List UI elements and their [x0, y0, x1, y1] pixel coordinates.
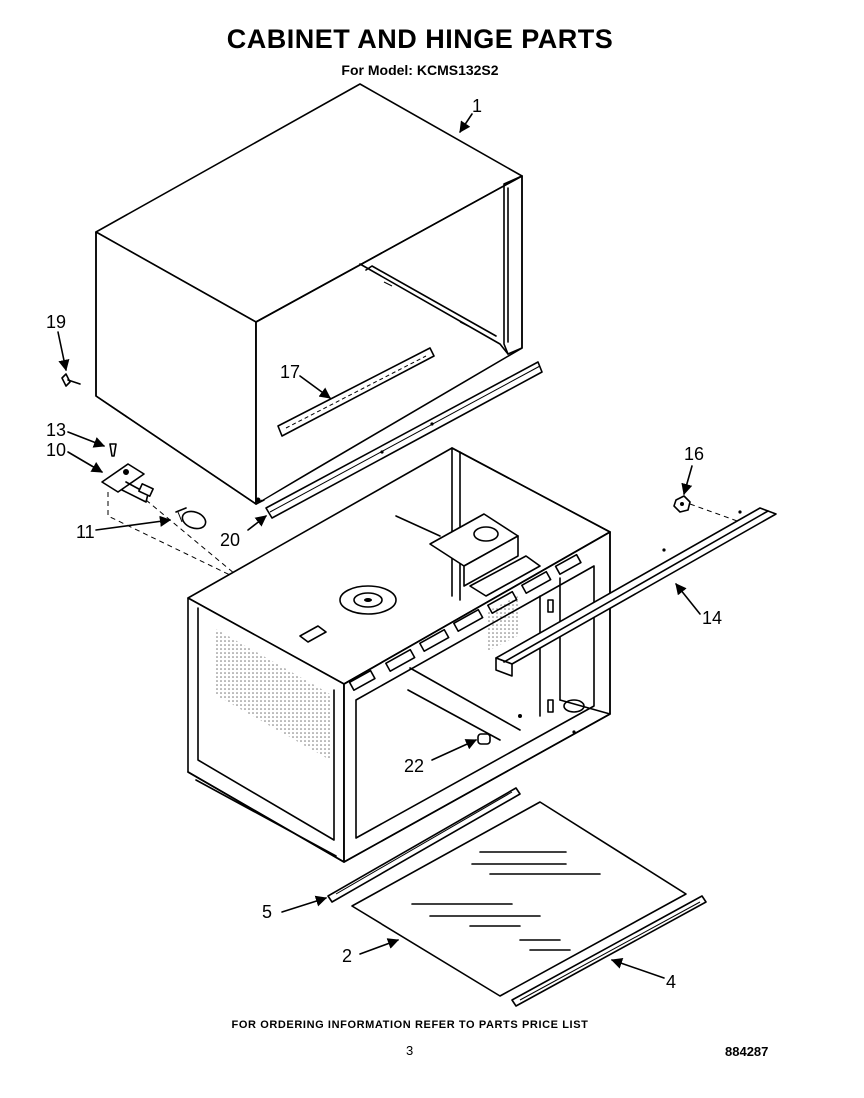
- callout-leaders: [57, 113, 701, 979]
- cabinet-wrapper: [95, 83, 523, 505]
- callout-13: 13: [46, 420, 66, 440]
- slotted-rail: [277, 347, 435, 437]
- callout-2: 2: [342, 946, 352, 966]
- callout-10: 10: [46, 440, 66, 460]
- page-number: 3: [406, 1043, 414, 1058]
- front-strip: [327, 787, 521, 903]
- callout-5: 5: [262, 902, 272, 922]
- nut-16: [673, 495, 741, 523]
- rear-strip: [511, 895, 707, 1007]
- callout-20: 20: [220, 530, 240, 550]
- callout-11: 11: [76, 522, 95, 542]
- lower-trim-strip: [265, 361, 543, 519]
- callout-4: 4: [666, 972, 676, 992]
- document-number: 884287: [725, 1044, 769, 1059]
- callout-19: 19: [46, 312, 66, 332]
- hinge-bracket-assembly: [101, 443, 301, 629]
- ordering-info-note: FOR ORDERING INFORMATION REFER TO PARTS …: [231, 1019, 589, 1031]
- callout-labels: 1 19 17 13 10 11 20 16 14 22 5 2 4: [46, 96, 722, 992]
- callout-1: 1: [472, 96, 482, 116]
- callout-16: 16: [684, 444, 704, 464]
- foot-22: [477, 733, 491, 745]
- hinge-bar: [495, 507, 777, 677]
- screw-19: [61, 373, 81, 387]
- bottom-plate: [351, 801, 687, 997]
- page-title: CABINET AND HINGE PARTS: [226, 24, 614, 54]
- model-subtitle: For Model: KCMS132S2: [341, 62, 499, 78]
- main-chassis: [187, 447, 611, 863]
- callout-14: 14: [702, 608, 722, 628]
- callout-17: 17: [280, 362, 300, 382]
- callout-22: 22: [404, 756, 424, 776]
